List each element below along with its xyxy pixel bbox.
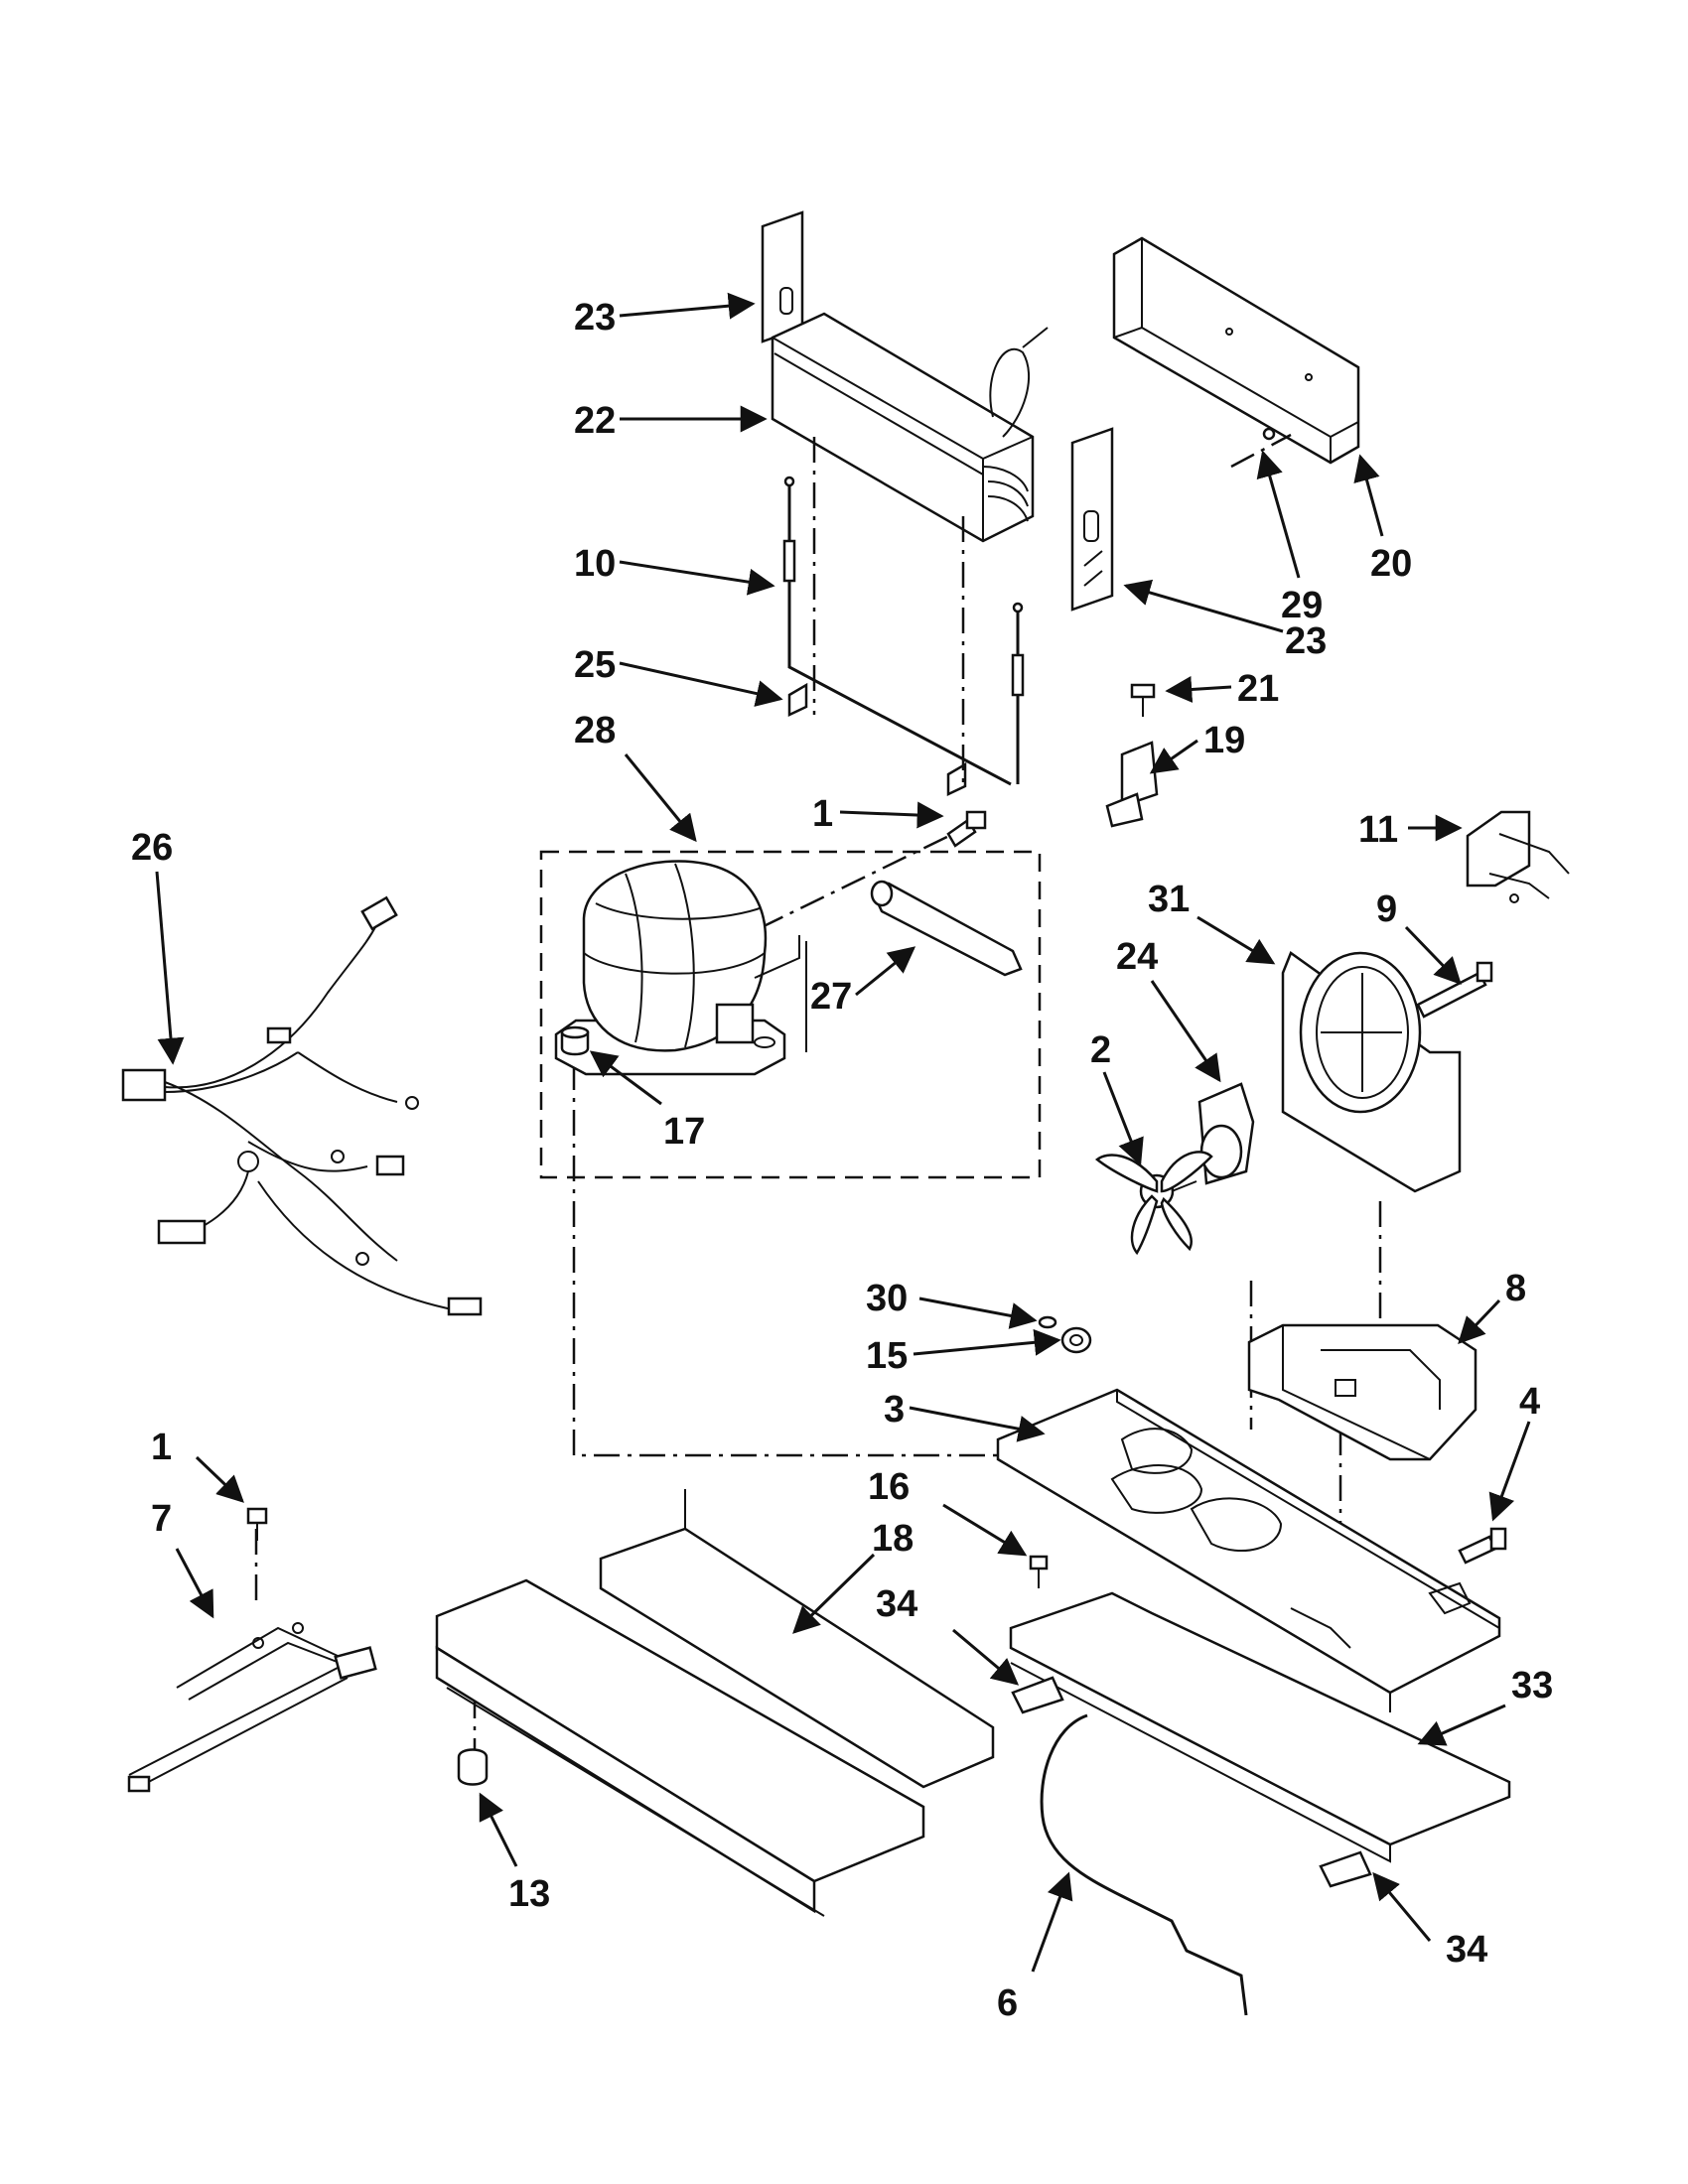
- wiring-harness: [121, 895, 483, 1316]
- evaporator-bracket-right: [1070, 427, 1114, 612]
- power-cord-harness: [127, 1622, 377, 1793]
- control-relay: [1466, 810, 1570, 903]
- callout-3: 3: [884, 1389, 905, 1431]
- evaporator-cover: [1112, 236, 1360, 465]
- callout-21: 21: [1237, 668, 1279, 710]
- screw-4: [1458, 1527, 1507, 1565]
- callout-26: 26: [131, 827, 173, 869]
- fan-shroud: [1281, 951, 1462, 1193]
- callout-9: 9: [1376, 888, 1397, 930]
- grommet-15: [1060, 1326, 1092, 1354]
- compressor-grommet: [560, 1025, 590, 1056]
- drain-pan: [1009, 1591, 1511, 1863]
- callout-30: 30: [866, 1278, 908, 1319]
- evaporator: [771, 312, 1049, 543]
- drain-tube: [1040, 1713, 1248, 2016]
- callout-7: 7: [151, 1498, 172, 1540]
- callout-8: 8: [1505, 1268, 1526, 1309]
- compressor: [554, 860, 807, 1076]
- callout-11: 11: [1358, 809, 1398, 851]
- callout-23-upper: 23: [574, 297, 616, 339]
- condenser-clip: [457, 1748, 489, 1786]
- heater-clip: [787, 682, 967, 796]
- screw-16: [1029, 1555, 1049, 1588]
- fan-motor: [1197, 1082, 1255, 1185]
- screw-1-lower: [246, 1507, 268, 1541]
- callout-33: 33: [1511, 1665, 1553, 1706]
- defrost-heater: [782, 476, 1025, 786]
- fan-bracket: [1247, 1323, 1477, 1461]
- callout-6: 6: [997, 1982, 1018, 2024]
- callout-29: 29: [1281, 585, 1323, 626]
- callout-23-lower: 23: [1285, 620, 1327, 662]
- screw-29: [1262, 427, 1276, 441]
- callout-10: 10: [574, 543, 616, 585]
- callout-13: 13: [508, 1873, 550, 1915]
- filter-drier: [870, 880, 1023, 977]
- base-pan: [996, 1388, 1501, 1712]
- callout-25: 25: [574, 644, 616, 686]
- callout-27: 27: [810, 976, 852, 1018]
- callout-22: 22: [574, 400, 616, 442]
- grommet-30: [1038, 1315, 1057, 1329]
- fan-blade: [1094, 1151, 1213, 1256]
- callout-17: 17: [663, 1111, 705, 1153]
- callout-31: 31: [1148, 879, 1190, 920]
- callout-28: 28: [574, 710, 616, 751]
- callout-20: 20: [1370, 543, 1412, 585]
- leveling-foot-front: [1011, 1676, 1064, 1714]
- condenser: [435, 1489, 995, 1917]
- callout-16: 16: [868, 1466, 910, 1508]
- screw-9: [1416, 961, 1493, 1019]
- callout-19: 19: [1203, 720, 1245, 761]
- callout-34-upper: 34: [876, 1583, 917, 1625]
- screw-21: [1130, 683, 1156, 717]
- leader-lines: [155, 292, 1531, 1973]
- evaporator-bracket-left: [761, 210, 804, 343]
- callout-34-lower: 34: [1446, 1929, 1487, 1971]
- callout-1-lower: 1: [151, 1427, 172, 1468]
- callout-1-upper: 1: [812, 793, 833, 835]
- callout-labels: 23 22 10 25 28 26 1 27 17 20 29 23 21 19…: [131, 297, 1553, 2024]
- clip-19: [1105, 741, 1159, 828]
- screw-1-top: [946, 810, 987, 848]
- callout-24: 24: [1116, 936, 1158, 978]
- callout-4: 4: [1519, 1381, 1540, 1423]
- callout-15: 15: [866, 1335, 908, 1377]
- callout-2: 2: [1090, 1029, 1111, 1071]
- compressor-assembly-box: [539, 850, 1042, 1179]
- callout-18: 18: [872, 1518, 914, 1560]
- leveling-foot-rear: [1319, 1850, 1372, 1888]
